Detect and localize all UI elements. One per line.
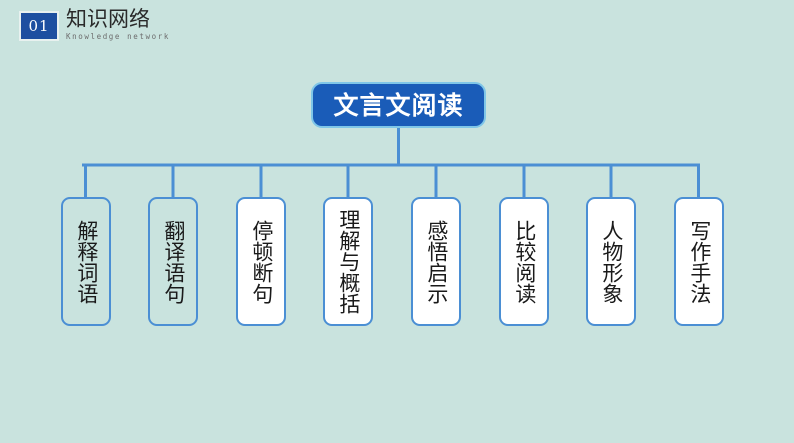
root-node[interactable]: 文言文阅读	[311, 82, 486, 128]
section-number-badge: 01	[19, 11, 59, 41]
leaf-node-label-3: 停顿断句	[249, 219, 274, 304]
leaf-node-7[interactable]: 人物形象	[586, 197, 636, 326]
header-title-group: 知识网络 Knowledge network	[66, 6, 170, 42]
leaf-node-2[interactable]: 翻译语句	[148, 197, 198, 326]
leaf-node-6[interactable]: 比较阅读	[499, 197, 549, 326]
leaf-node-label-8: 写作手法	[687, 219, 712, 304]
leaf-node-4[interactable]: 理解与概括	[323, 197, 373, 326]
leaf-node-label-1: 解释词语	[74, 219, 99, 304]
page-title: 知识网络	[66, 7, 150, 31]
section-number-text: 01	[28, 16, 50, 35]
leaf-node-label-7: 人物形象	[599, 219, 624, 304]
leaf-node-label-4: 理解与概括	[336, 209, 361, 314]
slide-header: 01 知识网络 Knowledge network	[0, 0, 794, 56]
leaf-node-1[interactable]: 解释词语	[61, 197, 111, 326]
leaf-node-5[interactable]: 感悟启示	[411, 197, 461, 326]
leaf-node-8[interactable]: 写作手法	[674, 197, 724, 326]
leaf-node-label-6: 比较阅读	[512, 219, 537, 304]
leaf-node-label-2: 翻译语句	[161, 219, 186, 304]
leaf-node-label-5: 感悟启示	[424, 219, 449, 304]
page-subtitle: Knowledge network	[66, 32, 170, 41]
leaf-node-3[interactable]: 停顿断句	[236, 197, 286, 326]
root-node-label: 文言文阅读	[333, 90, 464, 120]
